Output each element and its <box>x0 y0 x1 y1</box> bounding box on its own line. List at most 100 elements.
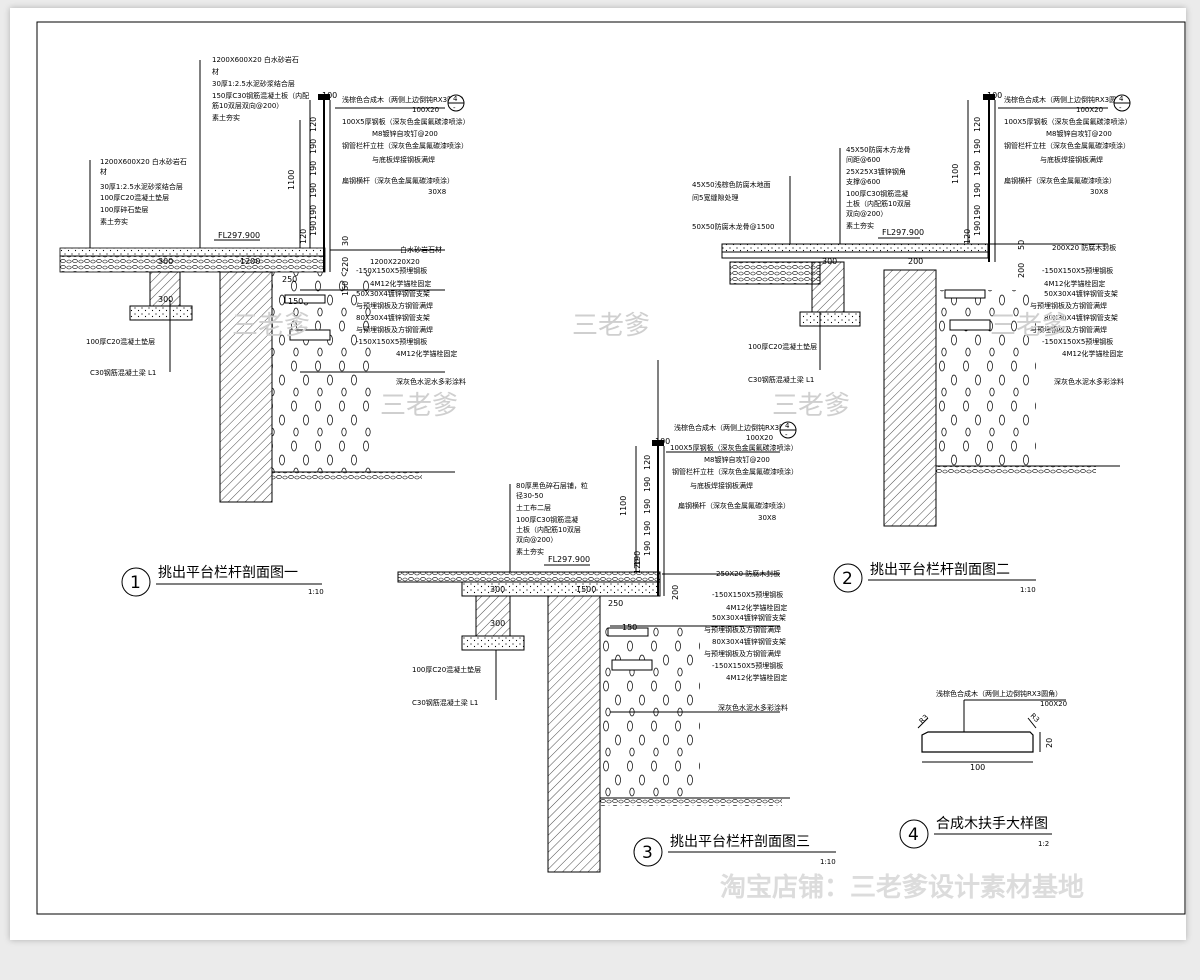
s1-right-ann-2: -150X150X5预埋钢板 <box>356 266 427 275</box>
s2-dim-4: 190 <box>973 183 982 198</box>
s3-rail-ann-5: 与底板焊接钢板满焊 <box>690 481 753 490</box>
s3-dim-2: 190 <box>643 477 652 492</box>
section-3: 80厚黑色碎石层铺，粒 径30-50 土工布二层 100厚C30钢筋混凝 土板（… <box>397 360 836 873</box>
s4-scale: 1:2 <box>1038 840 1049 848</box>
s1-rail-ann-1: 100X20 <box>412 106 439 114</box>
s2-dim-8: 1100 <box>951 164 960 184</box>
s2-rail-ann-2: 100X5厚钢板（深灰色金属氟碳漆喷涂） <box>1004 117 1132 126</box>
s2-top-ann-6: 双向@200） <box>846 209 887 218</box>
s2-rail-ann-4: 钢管栏杆立柱（深灰色金属氟碳漆喷涂） <box>1004 141 1130 150</box>
s4-section-number: 4 <box>908 825 919 845</box>
s1-left-ann-1: 材 <box>100 167 107 176</box>
s3-footing <box>461 635 525 651</box>
s2-rail-ann-1: 100X20 <box>1076 106 1103 114</box>
s1-rail-ann-2: 100X5厚钢板（深灰色金属氟碳漆喷涂） <box>342 117 470 126</box>
s1-bottom-ann-0: 100厚C20混凝土垫层 <box>86 337 155 346</box>
s3-right-ann-6: 与预埋钢板及方钢管满焊 <box>704 649 781 658</box>
s3-dim-4: 190 <box>643 521 652 536</box>
s1-right-ann-9: 4M12化学锚栓固定 <box>396 349 457 358</box>
s4-section-number-circle <box>899 819 929 849</box>
s1-top-ann-3: 150厚C30钢筋混凝土板（内配 <box>212 91 309 100</box>
s1-dim-13: 250 <box>282 275 297 284</box>
s3-top-ann-2: 土工布二层 <box>516 503 551 512</box>
s4-dim-height: 20 <box>1045 738 1054 748</box>
s1-top-ann-4: 筋10双层双向@200） <box>212 101 283 110</box>
s1-title: 挑出平台栏杆剖面图一 <box>158 565 298 581</box>
handrail-profile <box>921 731 1034 753</box>
s3-rail-ann-2: 100X5厚钢板（深灰色金属氟碳漆喷涂） <box>670 443 798 452</box>
s4-ann-1: 100X20 <box>1040 700 1067 708</box>
s1-dim-7: 120 <box>299 229 308 244</box>
s2-right-ann-4: 与预埋钢板及方钢管满焊 <box>1030 301 1107 310</box>
s2-scale: 1:10 <box>1020 586 1036 594</box>
s1-scale: 1:10 <box>308 588 324 596</box>
s2-deck <box>721 243 989 253</box>
s1-callout-ref: 4 <box>453 95 458 103</box>
s3-bottom-ann-0: 100厚C20混凝土垫层 <box>412 665 481 674</box>
s3-top-ann-6: 素土夯实 <box>516 547 544 556</box>
s2-dim-7: 120 <box>963 229 972 244</box>
s1-dim-8: 1100 <box>287 170 296 190</box>
s2-dim-0: 100 <box>987 91 1002 100</box>
s3-handrail <box>652 440 664 446</box>
s1-dim-15: 300 <box>158 295 173 304</box>
s3-gravel-top <box>397 571 661 583</box>
s1-right-ann-4: 50X30X4镀锌钢管支架 <box>356 289 430 298</box>
s2-top-ann-0: 45X50防腐木方龙骨 <box>846 145 911 154</box>
watermark-3: 三老爹 <box>990 311 1068 341</box>
watermark-2: 三老爹 <box>572 311 650 341</box>
s1-dim-4: 190 <box>309 183 318 198</box>
s1-dim-11: 160 <box>341 281 350 296</box>
s3-beam-edge <box>475 595 511 637</box>
s1-dim-16: 150 <box>288 297 303 306</box>
s2-left-ann-1: 间5宽缝隙处理 <box>692 193 738 202</box>
s2-top-ann-3: 支撑@600 <box>846 177 880 186</box>
s3-title: 挑出平台栏杆剖面图三 <box>670 834 810 850</box>
s1-handrail <box>318 94 330 100</box>
s2-dim-6: 190 <box>973 221 982 236</box>
s3-right-ann-0: 250X20 防腐木封板 <box>716 569 780 578</box>
watermark-4: 三老爹 <box>380 391 458 421</box>
s1-right-ann-0: 白水砂岩石材 <box>400 245 442 254</box>
s3-dim-1: 120 <box>643 455 652 470</box>
s3-right-ann-4: 与预埋钢板及方钢管满焊 <box>704 625 781 634</box>
s3-elevation: FL297.900 <box>548 555 590 564</box>
s2-title: 挑出平台栏杆剖面图二 <box>870 562 1010 578</box>
s3-rail-ann-6: 扁钢横杆（深灰色金属氟碳漆喷涂） <box>678 501 790 510</box>
s1-left-ann-0: 1200X600X20 白水砂岩石 <box>100 157 187 166</box>
s3-right-ann-5: 80X30X4镀锌钢管支架 <box>712 637 786 646</box>
s3-dim-11: 250 <box>608 599 623 608</box>
s1-section-number-circle <box>121 567 151 597</box>
s1-dim-14: 300 <box>158 257 173 266</box>
s1-dim-0: 100 <box>322 91 337 100</box>
s2-base <box>729 261 821 285</box>
drawing-sheet: 1200X600X20 白水砂岩石 材 30厚1:2.5水泥砂浆结合层 150厚… <box>10 8 1186 940</box>
s1-footing <box>129 305 193 321</box>
s1-rail-ann-7: 30X8 <box>428 188 446 196</box>
s1-right-ann-1: 1200X220X20 <box>370 258 420 266</box>
s3-rail-ann-3: M8镀锌自攻钉@200 <box>704 455 770 464</box>
s3-section-number: 3 <box>642 843 653 863</box>
s2-bottom-ann-1: C30钢筋混凝土梁 L1 <box>748 375 814 384</box>
s2-dim-3: 190 <box>973 161 982 176</box>
s2-handrail <box>983 94 995 100</box>
s1-dim-2: 190 <box>309 139 318 154</box>
s1-slab-finish <box>59 247 326 257</box>
s2-dim-5: 190 <box>973 205 982 220</box>
s3-callout-sub: - <box>785 431 788 439</box>
s1-bottom-ann-1: C30钢筋混凝土梁 L1 <box>90 368 156 377</box>
s1-section-number: 1 <box>130 573 141 593</box>
s2-right-ann-3: 50X30X4镀锌钢管支架 <box>1044 289 1118 298</box>
s1-right-ann-7: 与预埋钢板及方钢管满焊 <box>356 325 433 334</box>
s3-dim-14: 150 <box>622 623 637 632</box>
s3-ground-gravel <box>600 798 782 806</box>
s3-top-ann-0: 80厚黑色碎石层铺，粒 <box>516 481 588 490</box>
s2-ground-gravel <box>936 466 1096 474</box>
shop-watermark: 淘宝店铺：三老爹设计素材基地 <box>720 872 1084 903</box>
s2-rail-ann-5: 与底板焊接钢板满焊 <box>1040 155 1103 164</box>
s2-callout-sub: - <box>1119 104 1122 112</box>
s1-rail-ann-4: 钢管栏杆立柱（深灰色金属氟碳漆喷涂） <box>342 141 468 150</box>
s1-top-ann-2: 30厚1:2.5水泥砂浆结合层 <box>212 79 295 88</box>
s2-top-ann-2: 25X25X3镀锌钢角 <box>846 167 906 176</box>
s2-right-ann-1: -150X150X5预埋钢板 <box>1042 266 1113 275</box>
